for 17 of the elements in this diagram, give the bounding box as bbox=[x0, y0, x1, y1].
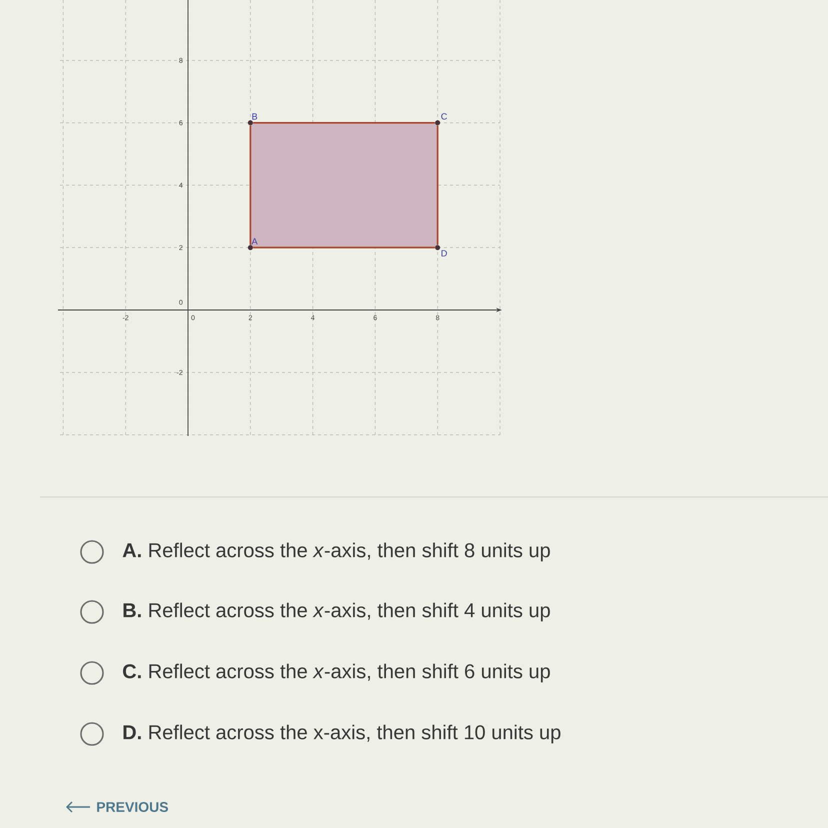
vertex-point bbox=[435, 120, 440, 126]
vertex-label: B bbox=[252, 113, 258, 120]
vertex-label: C bbox=[441, 113, 447, 120]
vertex-point bbox=[435, 245, 440, 250]
previous-link: PREVIOUS bbox=[97, 802, 168, 812]
answer-option: B. Reflect across the x-axis, then shift 4 units up bbox=[124, 602, 550, 622]
rectangle-side bbox=[253, 122, 435, 124]
rectangle-side bbox=[253, 246, 435, 248]
rectangle-side bbox=[436, 126, 438, 245]
answer-option: C. Reflect across the x-axis, then shift 6 units up bbox=[123, 664, 550, 682]
rectangle-side bbox=[250, 126, 252, 245]
answer-option: D. Reflect across the x-axis, then shift 10 units up bbox=[124, 724, 560, 744]
answer-option: A. Reflect across the x-axis, then shift 8 units up bbox=[122, 542, 550, 562]
vertex-label: D bbox=[442, 250, 447, 256]
vertex-point bbox=[248, 120, 253, 126]
vertex-point bbox=[248, 245, 253, 250]
vertex-label: A bbox=[252, 238, 258, 244]
